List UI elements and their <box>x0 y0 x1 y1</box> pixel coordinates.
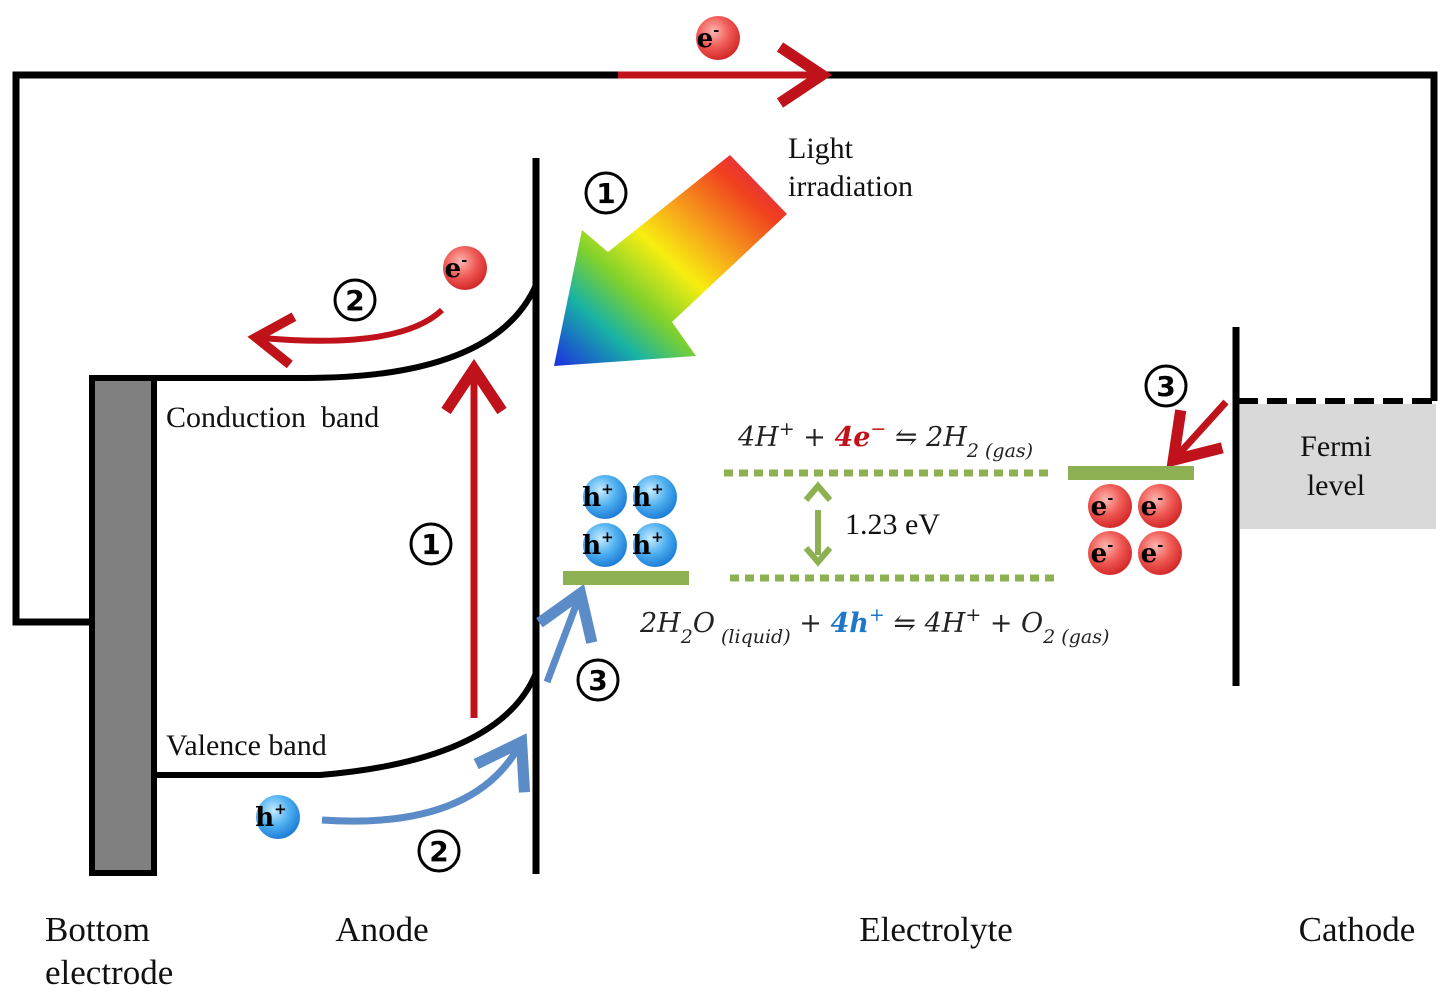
svg-text:e-: e- <box>1141 489 1164 522</box>
svg-text:e-: e- <box>1141 536 1164 569</box>
valence-band-label: Valence band <box>166 729 327 762</box>
valence-band-curve <box>154 671 539 778</box>
svg-text:h+: h+ <box>255 800 286 833</box>
bottom-electrode-label-line1: Bottom <box>45 910 150 949</box>
step-2-marker-hole: 2 <box>417 829 461 873</box>
electron-particle: e- <box>443 246 487 290</box>
reduction-equation: 4H+ + 4e− ⇋ 2H2 (gas) <box>737 418 1033 462</box>
hole-particle: h+ <box>582 475 627 519</box>
fermi-label-line2: level <box>1307 469 1365 502</box>
hole-particle: h+ <box>632 523 677 567</box>
electron-particle: e- <box>1088 484 1132 528</box>
cathode-label: Cathode <box>1299 910 1416 949</box>
hole-particle: h+ <box>582 523 627 567</box>
svg-text:e-: e- <box>697 21 720 54</box>
band-gap-energy-label: 1.23 eV <box>845 508 940 541</box>
fermi-level-box <box>1240 404 1436 529</box>
electron-particle: e- <box>1138 484 1182 528</box>
hole-injection-arrow <box>536 584 598 684</box>
cathode-electron-arrow <box>1166 399 1229 468</box>
svg-text:h+: h+ <box>632 480 663 513</box>
anode-oxidation-level <box>563 571 689 585</box>
electron-particle: e- <box>1088 531 1132 575</box>
svg-text:1: 1 <box>596 177 615 210</box>
light-label-line1: Light <box>788 132 854 165</box>
svg-text:1: 1 <box>421 528 440 561</box>
conduction-band-label: Conduction band <box>166 401 379 434</box>
cathode-reduction-level <box>1068 466 1194 480</box>
oxidation-equation: 2H2O (liquid) + 4h+ ⇋ 4H+ + O2 (gas) <box>639 604 1109 648</box>
bottom-electrode-block <box>89 375 157 876</box>
svg-text:3: 3 <box>1156 370 1175 403</box>
svg-text:e-: e- <box>445 251 468 284</box>
svg-text:e-: e- <box>1091 489 1114 522</box>
step-3-marker-anode: 3 <box>576 658 620 702</box>
light-irradiation-arrow <box>554 155 787 366</box>
step-1-marker-excitation: 1 <box>409 522 453 566</box>
bottom-electrode-label-line2: electrode <box>45 953 173 992</box>
electron-transport-arrow <box>247 307 445 369</box>
step-3-marker-cathode: 3 <box>1144 364 1188 408</box>
svg-text:e-: e- <box>1091 536 1114 569</box>
svg-text:h+: h+ <box>582 480 613 513</box>
conduction-band-curve <box>154 283 539 381</box>
gap-arrow-head-up <box>803 481 833 502</box>
light-label-line2: irradiation <box>788 170 913 203</box>
step-1-marker-light: 1 <box>584 171 628 215</box>
svg-text:3: 3 <box>588 664 607 697</box>
hole-transport-arrow <box>321 733 531 825</box>
svg-text:2: 2 <box>429 835 448 868</box>
electrolyte-label: Electrolyte <box>859 910 1013 949</box>
electron-particle: e- <box>696 16 740 60</box>
svg-text:h+: h+ <box>582 528 613 561</box>
electron-particle: e- <box>1138 531 1182 575</box>
hole-particle: h+ <box>255 795 300 839</box>
svg-text:h+: h+ <box>632 528 663 561</box>
hole-particle: h+ <box>632 475 677 519</box>
external-circuit <box>12 42 1438 626</box>
anode-label: Anode <box>335 910 428 949</box>
step-2-marker-electron: 2 <box>333 278 377 322</box>
svg-text:2: 2 <box>345 284 364 317</box>
fermi-label-line1: Fermi <box>1300 430 1372 463</box>
gap-arrow-head-down <box>803 546 833 567</box>
